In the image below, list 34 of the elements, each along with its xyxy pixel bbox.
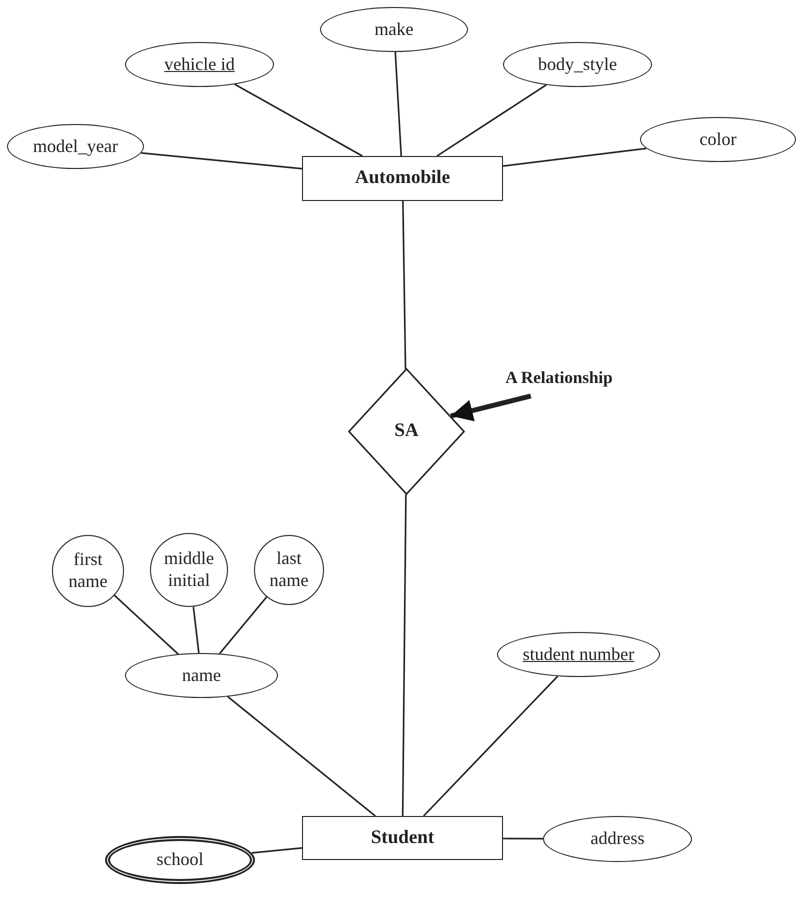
connector-line [192, 606, 200, 654]
attribute-name: vehicle id [164, 54, 235, 76]
attribute-name: name [182, 664, 221, 686]
connector-line [394, 52, 402, 156]
connector-line [252, 847, 302, 854]
relationship-name: SA [394, 420, 419, 443]
connector-line [227, 696, 376, 817]
connector-line [234, 84, 363, 157]
attribute-name: first name [68, 549, 108, 593]
entity-name: Automobile [355, 167, 450, 190]
connector-line [114, 594, 179, 655]
connector-line [141, 152, 302, 170]
attribute-name: school [156, 849, 204, 871]
connector-line [218, 596, 268, 654]
entity-box [302, 156, 503, 201]
arrow [450, 394, 532, 422]
annotation-text: A Relationship [498, 366, 620, 390]
attribute-name: make [374, 18, 414, 40]
connector-line [402, 494, 407, 816]
entity-name: Student [370, 826, 434, 850]
attribute-name: address [590, 828, 644, 850]
attribute-name: model_year [33, 136, 118, 158]
attribute-name: middle initial [163, 548, 215, 592]
connector-line [402, 200, 406, 370]
entity-box [302, 816, 503, 860]
connector-line [502, 148, 646, 167]
connector-line [436, 84, 547, 157]
connector-line [423, 676, 558, 817]
attribute-name: color [700, 128, 736, 150]
attribute-name: body_style [538, 54, 617, 76]
attribute-name: last name [268, 548, 310, 592]
connector-line [503, 838, 543, 840]
attribute-name: student number [522, 644, 634, 666]
relationship-diamond [348, 368, 465, 495]
